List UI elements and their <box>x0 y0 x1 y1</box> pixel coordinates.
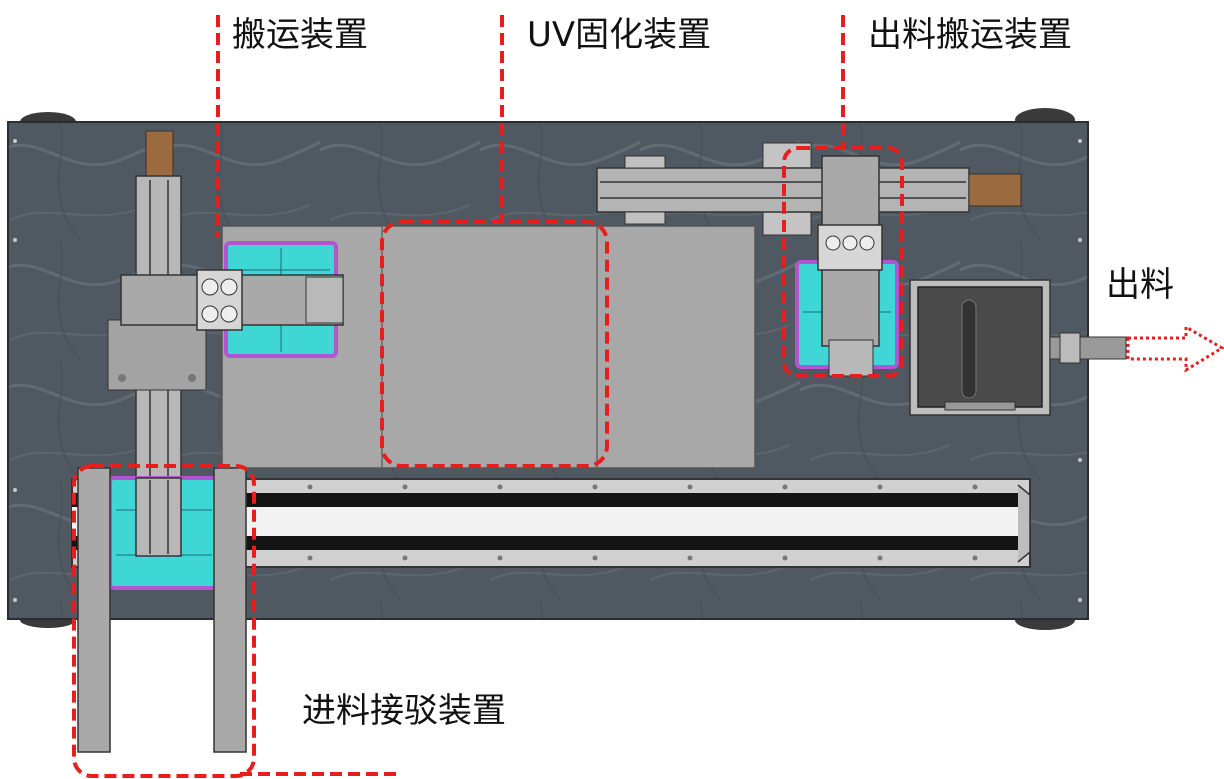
output-arrow <box>1126 324 1224 373</box>
output-station-box <box>917 286 1043 408</box>
uv-cure-callout-box <box>380 220 609 468</box>
feed-dock-callout-box <box>72 464 256 778</box>
feed-dock-leg-left <box>77 467 111 753</box>
output-rail-end-block <box>968 173 1022 207</box>
label-uv-cure: UV固化装置 <box>527 15 712 55</box>
label-output-transport: 出料搬运装置 <box>868 15 1072 55</box>
transport-gripper <box>196 269 243 331</box>
left-gantry-top-block <box>145 130 174 177</box>
label-output: 出料 <box>1106 265 1174 305</box>
label-feed-connect: 进料接驳装置 <box>302 691 506 731</box>
plate-screws <box>13 139 1082 602</box>
feed-dock-leg-right <box>213 467 247 753</box>
label-transport: 搬运装置 <box>232 15 368 55</box>
